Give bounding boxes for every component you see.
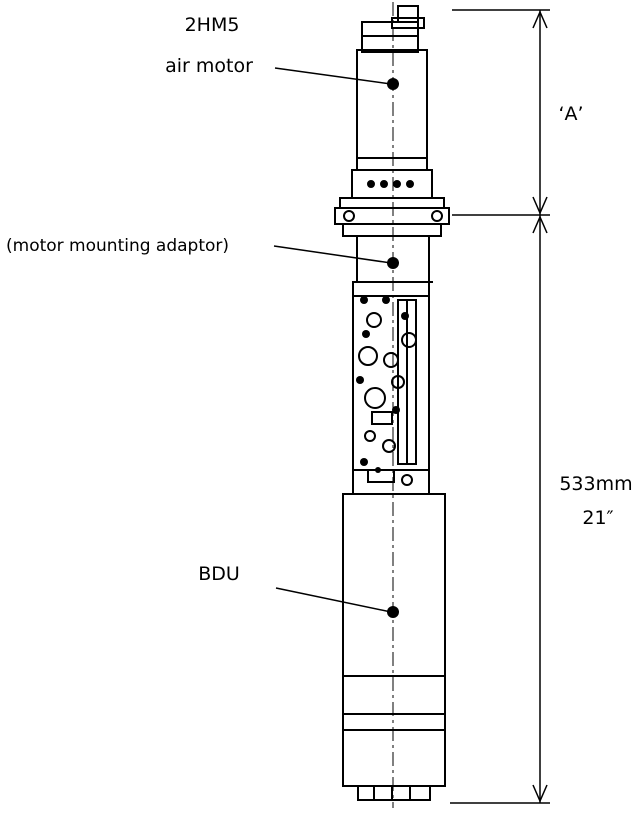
gearbox-fills xyxy=(356,296,409,473)
air-motor-body xyxy=(334,5,450,237)
motor-leader-line xyxy=(274,67,392,85)
bdu-leader-line xyxy=(275,587,392,613)
adaptor-label: (motor mounting adaptor) xyxy=(6,236,229,256)
motor-type-label: air motor xyxy=(165,55,253,77)
motor-model-label: 2HM5 xyxy=(185,14,240,36)
dimension-inch-label: 21″ xyxy=(582,507,613,529)
dimension-mm-label: 533mm xyxy=(559,473,632,495)
bdu-label: BDU xyxy=(198,563,240,585)
bdu-body xyxy=(342,493,446,801)
dimension-a-label: ‘A’ xyxy=(558,103,583,125)
dimension-lines xyxy=(450,9,550,804)
adaptor-leader-line xyxy=(273,245,392,264)
